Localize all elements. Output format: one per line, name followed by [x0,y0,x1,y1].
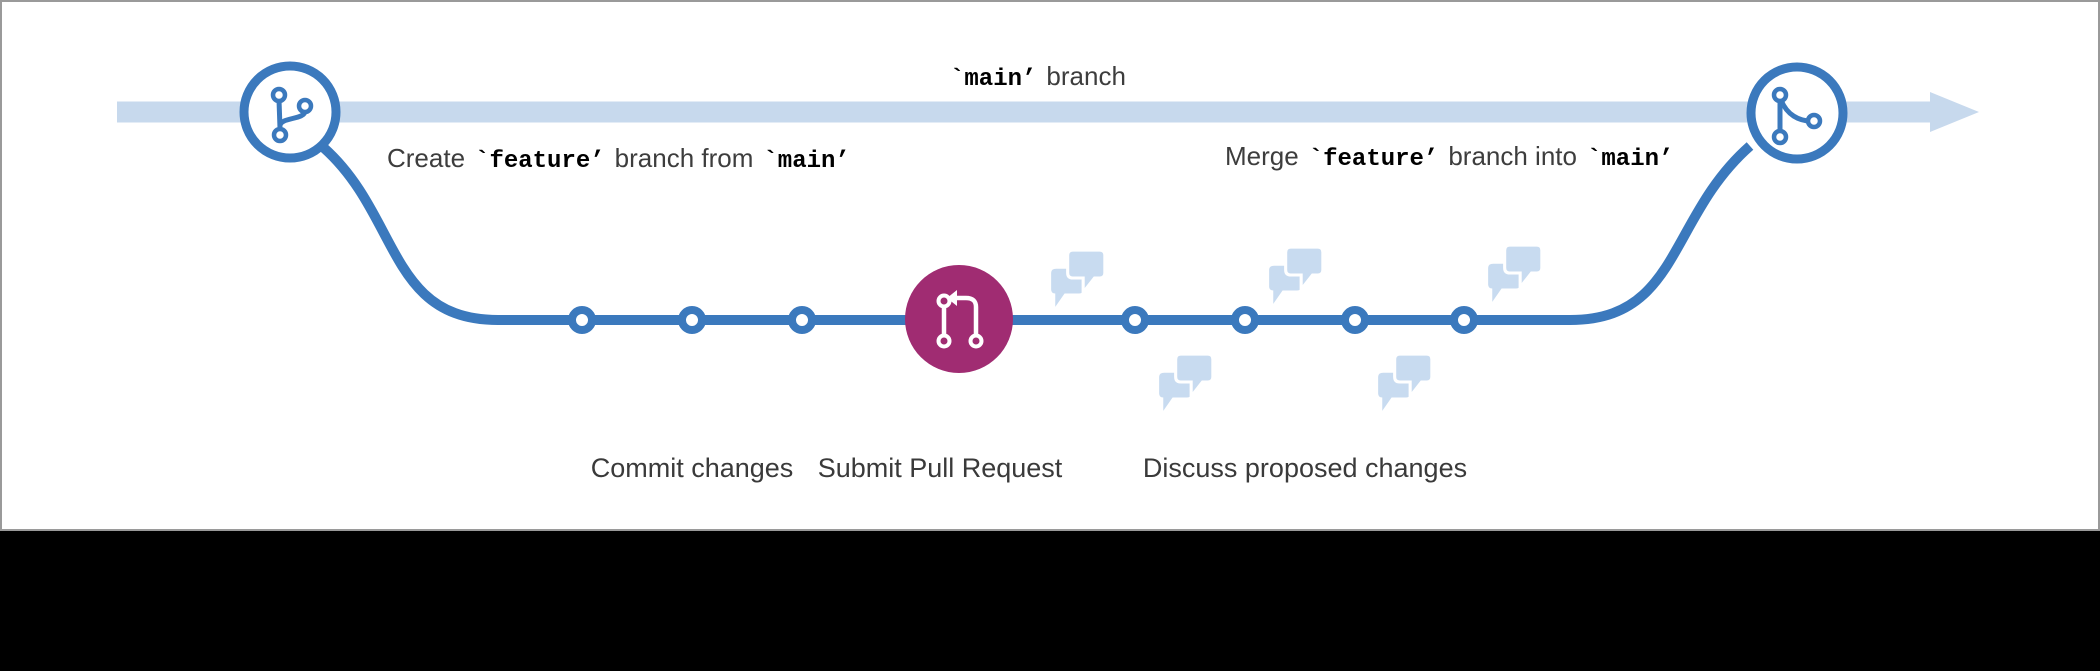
commit-dot [1121,306,1149,334]
git-branch-icon [270,86,314,144]
comment-discussion-icon [1049,248,1107,308]
create-branch-node [239,61,341,163]
merge-branch-node [1746,62,1848,164]
create-branch-annotation: Create `feature’ branch from `main’ [387,143,860,177]
comment-discussion-icon [1376,352,1434,412]
discuss-changes-label: Discuss proposed changes [1142,453,1468,483]
main-code-text: `main’ [1586,146,1674,173]
footer-black-bar [0,531,2100,671]
merge-prefix-text: Merge [1225,141,1299,171]
comment-discussion-icon [1486,243,1544,303]
commit-dot [678,306,706,334]
diagram-panel: `main’ branch Create `feature’ branch fr… [0,0,2100,531]
feature-code-text: `feature’ [1308,146,1439,173]
create-middle-text: branch from [614,143,754,173]
git-flow-artwork [117,61,1979,412]
main-branch-line [117,92,1979,132]
comment-discussion-icon [1267,245,1325,305]
git-pull-request-icon [936,290,984,349]
merge-branch-annotation: Merge `feature’ branch into `main’ [1225,141,1683,175]
feature-branch-line [320,142,1754,325]
comment-discussion-icon [1157,352,1215,412]
feature-code-text: `feature’ [475,148,605,175]
commit-dot [1231,306,1259,334]
git-merge-icon [1771,86,1823,146]
main-branch-text: branch [1046,61,1126,91]
commit-dot [788,306,816,334]
create-prefix-text: Create [387,143,466,173]
submit-pull-request-label: Submit Pull Request [817,453,1063,483]
commit-dots [568,306,1478,334]
main-code-text: `main’ [763,148,850,175]
merge-middle-text: branch into [1448,141,1577,171]
commit-dot [1341,306,1369,334]
commit-dot [568,306,596,334]
main-code-text: `main’ [950,66,1037,93]
pull-request-node [905,265,1013,373]
arrow-right-icon [1930,92,1979,132]
main-branch-label: `main’ branch [950,61,1126,95]
commit-dot [1450,306,1478,334]
commit-changes-label: Commit changes [590,453,794,483]
